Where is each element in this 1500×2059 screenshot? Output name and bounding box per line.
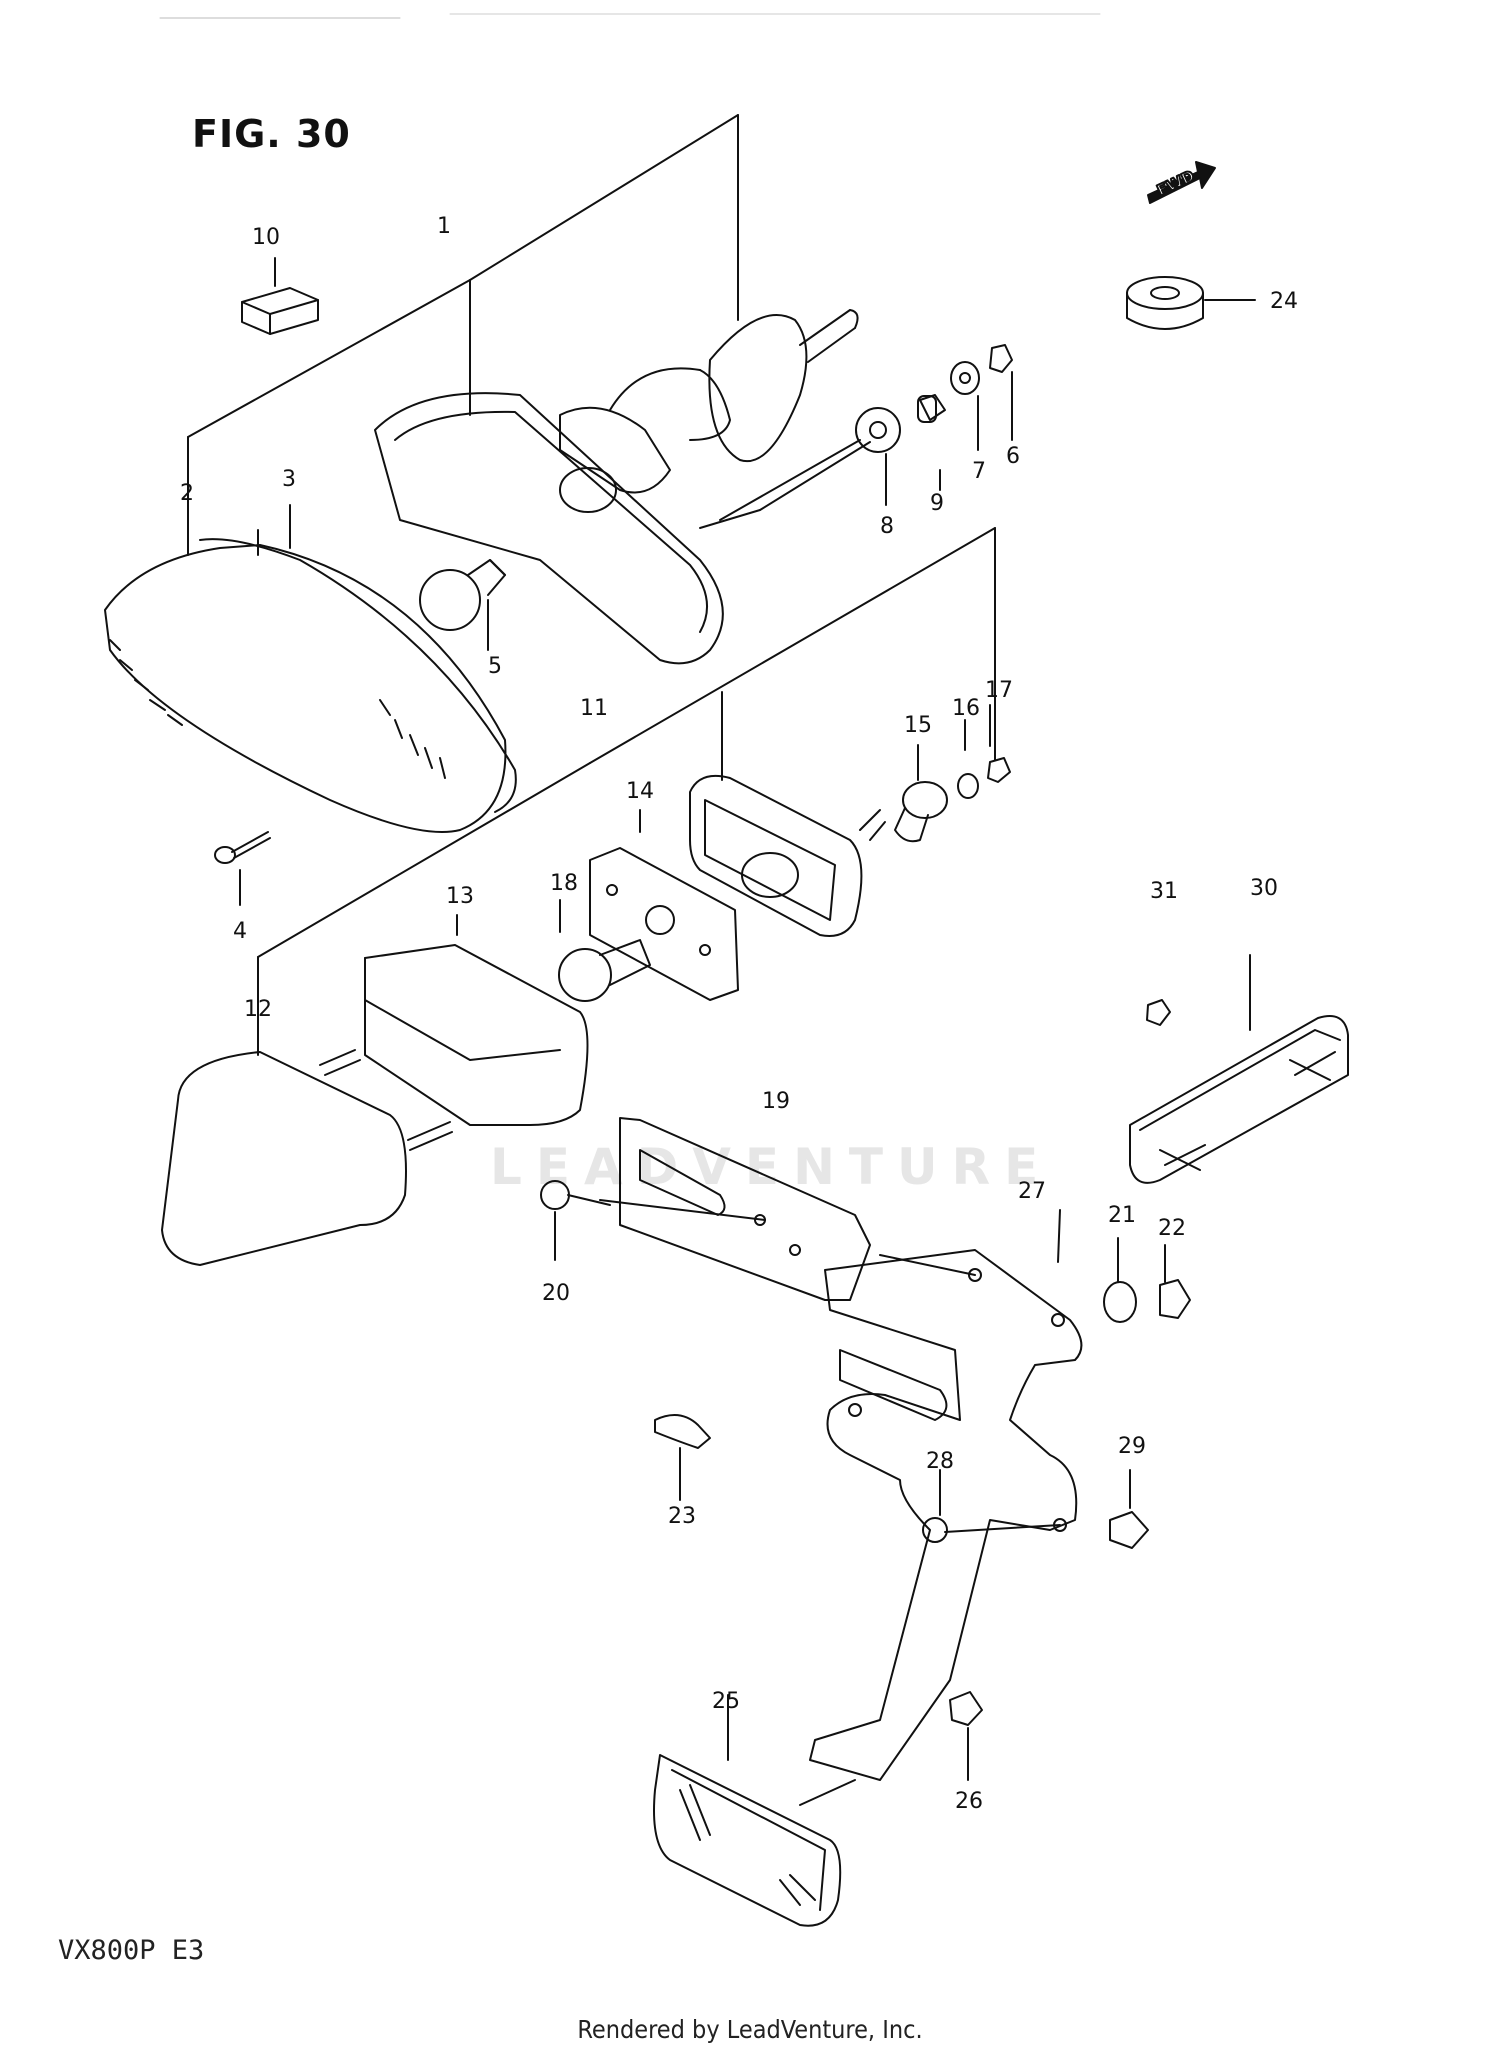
part-30-reflector [1129,954,1349,1184]
callout-10: 10 [252,225,280,250]
footer-credit: Rendered by LeadVenture, Inc. [577,2015,923,2044]
callout-numbers: 1 2 3 4 5 6 7 8 9 10 11 12 13 14 15 16 1… [180,214,1298,1814]
part-1-lamp-housing [374,309,871,665]
callout-23: 23 [668,1504,696,1529]
fwd-arrow-icon: FWD [1147,161,1216,204]
part-26-nut [949,1691,983,1726]
callout-24: 24 [1270,289,1298,314]
callout-15: 15 [904,713,932,738]
part-2-3-lens [104,538,517,833]
parts-6-9-hardware [719,344,1013,521]
callout-3: 3 [282,467,296,492]
part-5-bulb [419,559,506,631]
callout-2: 2 [180,481,194,506]
figure-title: FIG. 30 [192,112,351,156]
leader-bracket-1b [469,114,739,281]
callout-31: 31 [1150,879,1178,904]
callout-9: 9 [930,491,944,516]
part-28-bolt [922,1517,948,1543]
part-11-socket [689,774,886,937]
callout-7: 7 [972,459,986,484]
part-14-plate [589,847,739,1001]
callout-17: 17 [985,678,1013,703]
leader-bracket-11 [257,762,591,958]
callout-13: 13 [446,884,474,909]
model-label: VX800P E3 [58,1935,205,1966]
callout-18: 18 [550,871,578,896]
callout-27: 27 [1018,1179,1046,1204]
watermark: LEADVENTURE [490,1138,1053,1196]
leader-bracket-1 [187,279,471,438]
callout-16: 16 [952,696,980,721]
callout-20: 20 [542,1281,570,1306]
fwd-label: FWD [1154,167,1197,200]
part-4-screw [214,831,271,906]
part-20-bolt [540,1180,611,1261]
callout-26: 26 [955,1789,983,1814]
callout-21: 21 [1108,1203,1136,1228]
callout-6: 6 [1006,444,1020,469]
callout-19: 19 [762,1089,790,1114]
part-23-cap [654,1414,711,1449]
callout-29: 29 [1118,1434,1146,1459]
callout-11: 11 [580,696,608,721]
callout-22: 22 [1158,1216,1186,1241]
callout-28: 28 [926,1449,954,1474]
parts-21-22-hardware [1103,1279,1191,1323]
parts-15-17-hardware [894,757,1011,843]
part-27-bracket [809,1249,1083,1781]
part-29-nut [1109,1511,1149,1549]
callout-1: 1 [437,214,451,239]
part-24-grommet [1126,276,1256,330]
part-25-reflector [653,1694,856,1927]
callout-30: 30 [1250,876,1278,901]
callout-5: 5 [488,654,502,679]
callout-8: 8 [880,514,894,539]
part-18-bulb [558,939,651,1002]
part-12-13-signal [161,944,589,1266]
part-10-block [241,257,319,335]
callout-12: 12 [244,997,272,1022]
callout-14: 14 [626,779,654,804]
callout-4: 4 [233,919,247,944]
part-31-nut [1146,999,1171,1026]
part-19-bracket [599,1117,871,1301]
callout-25: 25 [712,1689,740,1714]
